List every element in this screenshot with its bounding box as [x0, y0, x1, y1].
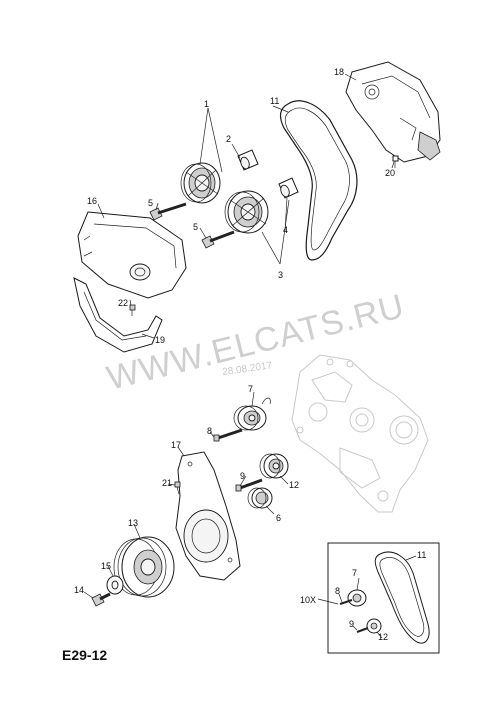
- part-16-front-timing-cover: [77, 211, 187, 299]
- part-13-crank-pulley: [113, 536, 175, 598]
- part-18-rear-timing-cover: [345, 61, 441, 163]
- part-7-tensioner: [233, 397, 271, 431]
- part-14-bolt: [91, 592, 111, 607]
- inset-callout-8: 8: [335, 586, 340, 596]
- callout-15: 15: [101, 561, 111, 571]
- part-3-camshaft-gear: [224, 190, 269, 234]
- callout-5-upper: 5: [148, 198, 153, 208]
- part-21-bolt: [174, 481, 181, 495]
- part-15-washer: [106, 575, 124, 595]
- callout-12: 12: [289, 480, 299, 490]
- inset-kit-10x: [327, 542, 440, 654]
- callout-8: 8: [207, 426, 212, 436]
- callout-16: 16: [87, 196, 97, 206]
- inset-callout-11: 11: [417, 550, 426, 560]
- part-1-camshaft-gear: [180, 162, 221, 204]
- inset-callout-9: 9: [349, 619, 354, 629]
- callout-18: 18: [334, 67, 344, 77]
- callout-19: 19: [155, 335, 165, 345]
- callout-5-lower: 5: [193, 222, 198, 232]
- part-11-timing-belt: [279, 100, 358, 261]
- part-19-guide-bracket: [73, 277, 163, 353]
- leader-lines: [83, 73, 417, 639]
- part-8-bolt: [213, 428, 243, 442]
- inset-callout-12: 12: [378, 632, 388, 642]
- callout-10x: 10X: [300, 595, 316, 605]
- callout-1: 1: [204, 99, 209, 109]
- callout-3: 3: [278, 270, 283, 280]
- part-5-bolt-upper: [149, 202, 187, 221]
- part-4-pin: [278, 177, 299, 199]
- callout-17: 17: [171, 440, 181, 450]
- part-5-bolt-lower: [201, 230, 235, 249]
- part-9-bolt: [235, 478, 263, 492]
- callout-4: 4: [283, 225, 288, 235]
- callout-6: 6: [276, 513, 281, 523]
- diagram-code: E29-12: [62, 647, 107, 663]
- part-22-bolt: [129, 304, 136, 316]
- part-12-idler-pulley: [259, 453, 289, 479]
- part-17-lower-cover: [175, 451, 241, 581]
- callout-14: 14: [74, 585, 84, 595]
- callout-7: 7: [248, 384, 253, 394]
- part-6-crank-gear: [247, 487, 273, 509]
- callout-11: 11: [270, 96, 279, 106]
- inset-callout-7: 7: [352, 568, 357, 578]
- part-20-bolt: [392, 155, 399, 168]
- callout-2: 2: [226, 134, 231, 144]
- engine-block-ghost: [291, 354, 429, 513]
- callout-13: 13: [128, 518, 138, 528]
- callout-20: 20: [385, 168, 395, 178]
- callout-9: 9: [240, 471, 245, 481]
- callout-labels: 1 2 3 4 5 5 6 7 8 9 11 12 13 14 15 16 17…: [74, 67, 426, 642]
- callout-22: 22: [118, 298, 128, 308]
- part-2-pin: [237, 149, 259, 171]
- callout-21: 21: [162, 478, 172, 488]
